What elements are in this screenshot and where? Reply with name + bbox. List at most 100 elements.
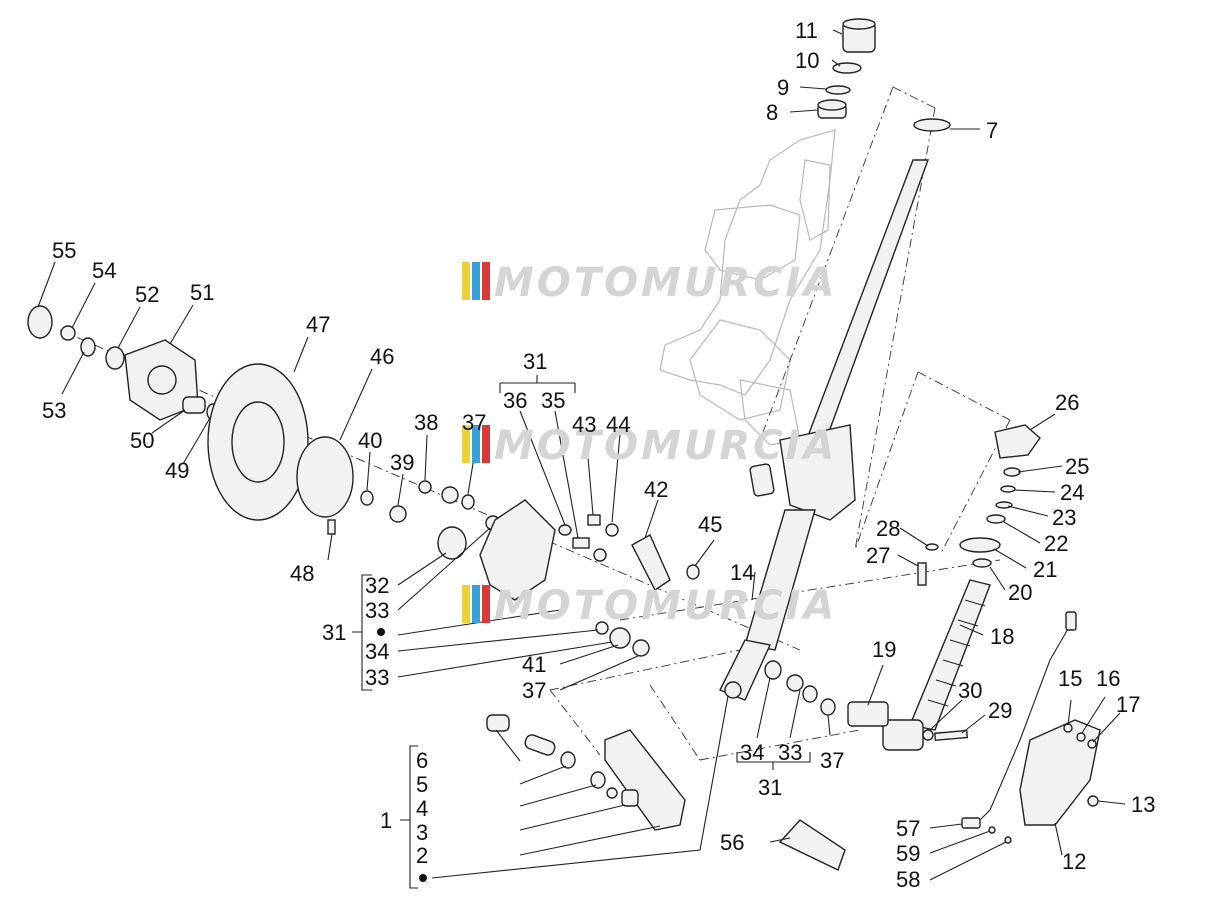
part-33-ring-lower-b bbox=[802, 685, 818, 703]
callout-8: 8 bbox=[766, 100, 778, 125]
callout-39: 39 bbox=[390, 450, 414, 475]
part-41-ring bbox=[609, 627, 631, 649]
callout-3: 3 bbox=[416, 820, 428, 845]
part-3-bushing bbox=[621, 789, 639, 807]
watermark-stripe bbox=[462, 262, 470, 300]
callout-52: 52 bbox=[135, 282, 159, 307]
part-36-ring bbox=[558, 524, 572, 536]
part-56-grease-tube bbox=[778, 819, 846, 871]
part-11-nut bbox=[842, 18, 876, 53]
part-44-ring bbox=[605, 523, 619, 537]
part-35-bolt bbox=[572, 537, 590, 549]
part-45-circlip bbox=[686, 564, 700, 580]
callout-50: 50 bbox=[130, 428, 154, 453]
part-25-nut bbox=[1003, 467, 1021, 477]
part-23-washer bbox=[995, 501, 1013, 509]
part-53-circlip bbox=[80, 337, 96, 357]
frame-ghost bbox=[659, 129, 836, 446]
watermark-text: MOTOMURCIA bbox=[494, 583, 837, 629]
callout-49: 49 bbox=[165, 458, 189, 483]
part-12-cover bbox=[1019, 719, 1101, 826]
part-21-shock-mount bbox=[959, 537, 1001, 553]
callout-33-upper: 33 bbox=[365, 598, 389, 623]
callout-33-lower: 33 bbox=[778, 740, 802, 765]
part-30-washer bbox=[922, 729, 934, 741]
part-4-ring bbox=[606, 787, 618, 799]
part-7-bearing-cup bbox=[913, 118, 951, 132]
part-5-ring bbox=[560, 751, 576, 769]
watermark-stripe bbox=[482, 262, 490, 300]
watermark: MOTOMURCIA MOTOMURCIA MOTOMURCIA bbox=[462, 260, 837, 629]
callout-55: 55 bbox=[52, 238, 76, 263]
callout-53: 53 bbox=[42, 398, 66, 423]
callout-41: 41 bbox=[522, 652, 546, 677]
callout-10: 10 bbox=[795, 48, 819, 73]
part-52-bearing bbox=[105, 346, 125, 370]
callout-48: 48 bbox=[290, 561, 314, 586]
callout-34-upper: 34 bbox=[365, 639, 389, 664]
part-40-circlip bbox=[360, 490, 374, 506]
callout-35: 35 bbox=[541, 388, 565, 413]
callout-6: 6 bbox=[416, 748, 428, 773]
part-5-ring-b bbox=[590, 771, 606, 789]
part-39-washer bbox=[389, 505, 407, 523]
part-42-link bbox=[631, 534, 671, 592]
part-54-bearing bbox=[60, 325, 76, 341]
callout-21: 21 bbox=[1033, 557, 1057, 582]
part-17-clip bbox=[1087, 739, 1097, 749]
part-48-screw bbox=[327, 519, 336, 535]
part-43-pin bbox=[587, 514, 601, 526]
callout-29: 29 bbox=[988, 698, 1012, 723]
part-37-washer-lower bbox=[820, 698, 836, 716]
part-13-screw bbox=[1087, 795, 1099, 807]
part-6-bushing bbox=[486, 714, 510, 732]
callout-37-lower: 37 bbox=[820, 748, 844, 773]
abs-sensor-plug bbox=[1065, 611, 1077, 631]
part-46-tone-ring bbox=[296, 436, 354, 518]
callout-30: 30 bbox=[958, 678, 982, 703]
abs-sensor-cable bbox=[977, 621, 1073, 823]
callout-12: 12 bbox=[1062, 849, 1086, 874]
callout-42: 42 bbox=[644, 477, 668, 502]
watermark-text: MOTOMURCIA bbox=[494, 423, 837, 469]
group-brackets bbox=[352, 375, 811, 889]
part-37-washer-upper-b bbox=[461, 494, 475, 510]
part-9-ring bbox=[825, 85, 851, 95]
callout-36: 36 bbox=[503, 388, 527, 413]
part-28-washer bbox=[925, 543, 939, 551]
callout-25: 25 bbox=[1065, 454, 1089, 479]
part-8-bearing bbox=[817, 99, 847, 119]
callout-31-left: 31 bbox=[322, 620, 346, 645]
part-27-bolt bbox=[917, 562, 927, 586]
callout-34-lower: 34 bbox=[740, 740, 764, 765]
part-47-brake-disc bbox=[207, 363, 309, 521]
callout-17: 17 bbox=[1116, 692, 1140, 717]
callout-28: 28 bbox=[876, 516, 900, 541]
callout-59: 59 bbox=[896, 841, 920, 866]
part-38-ring bbox=[418, 480, 432, 494]
callout-labels: 11 10 9 8 7 55 54 52 51 47 46 31 36 35 4… bbox=[42, 18, 1155, 892]
part-18-shock-absorber bbox=[882, 579, 991, 751]
watermark-text: MOTOMURCIA bbox=[494, 260, 837, 306]
callout-31-top: 31 bbox=[523, 349, 547, 374]
part-43-ring-b bbox=[593, 548, 607, 562]
part-32-seal bbox=[437, 526, 467, 560]
part-24-washer bbox=[1000, 485, 1016, 493]
part-15-screw bbox=[1063, 723, 1073, 733]
part-37-washer-mid bbox=[632, 639, 650, 657]
callout-40: 40 bbox=[358, 428, 382, 453]
callout-44: 44 bbox=[606, 412, 630, 437]
callout-14: 14 bbox=[730, 560, 754, 585]
part-58-screw bbox=[1004, 836, 1012, 844]
callout-37-mid: 37 bbox=[522, 678, 546, 703]
callout-20: 20 bbox=[1008, 580, 1032, 605]
callout-2: 2 bbox=[416, 843, 428, 868]
callout-1: 1 bbox=[380, 808, 392, 833]
callout-57: 57 bbox=[896, 816, 920, 841]
callout-16: 16 bbox=[1096, 666, 1120, 691]
callout-32: 32 bbox=[365, 573, 389, 598]
part-34-ring-lower bbox=[764, 660, 782, 680]
part-55-cap bbox=[27, 305, 53, 339]
callout-37-top: 37 bbox=[462, 410, 486, 435]
